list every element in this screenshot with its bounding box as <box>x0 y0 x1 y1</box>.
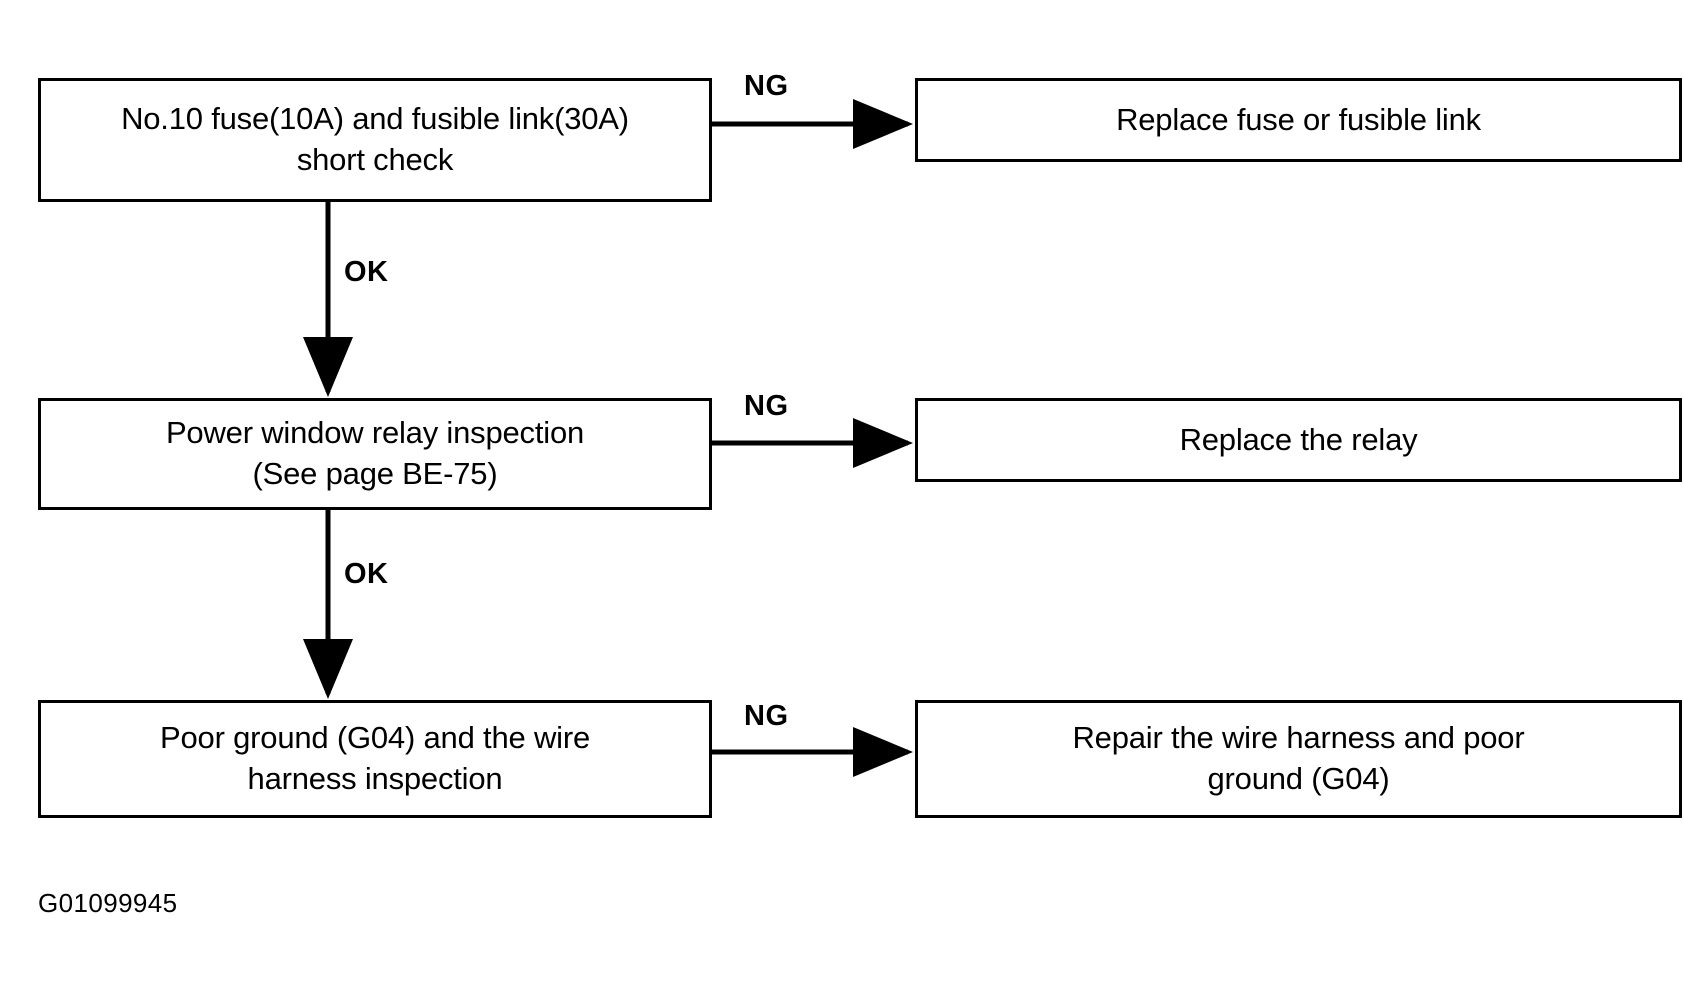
node-repair-wire-harness-and-poor-ground-label: Repair the wire harness and poor ground … <box>1072 720 1525 796</box>
node-replace-the-relay-label: Replace the relay <box>1179 421 1418 457</box>
node-fuse-short-check-label: No.10 fuse(10A) and fusible link(30A) sh… <box>121 101 629 177</box>
node-fuse-short-check: No.10 fuse(10A) and fusible link(30A) sh… <box>38 78 712 202</box>
node-power-window-relay-inspection: Power window relay inspection (See page … <box>38 398 712 510</box>
edge-label-ok-fuse-to-relay: OK <box>344 256 389 288</box>
node-replace-fuse-or-fusible-link: Replace fuse or fusible link <box>915 78 1682 162</box>
node-power-window-relay-inspection-label: Power window relay inspection (See page … <box>165 415 585 491</box>
edge-label-ng-relay: NG <box>744 390 789 422</box>
figure-id-caption: G01099945 <box>38 888 178 918</box>
node-poor-ground-and-wire-harness-inspection: Poor ground (G04) and the wire harness i… <box>38 700 712 818</box>
node-replace-fuse-or-fusible-link-label: Replace fuse or fusible link <box>1116 101 1481 137</box>
node-poor-ground-and-wire-harness-inspection-label: Poor ground (G04) and the wire harness i… <box>160 720 590 796</box>
edge-label-ok-relay-to-ground: OK <box>344 558 389 590</box>
node-replace-the-relay: Replace the relay <box>915 398 1682 482</box>
edge-label-ng-fuse: NG <box>744 70 789 102</box>
edge-label-ng-ground: NG <box>744 700 789 732</box>
node-repair-wire-harness-and-poor-ground: Repair the wire harness and poor ground … <box>915 700 1682 818</box>
